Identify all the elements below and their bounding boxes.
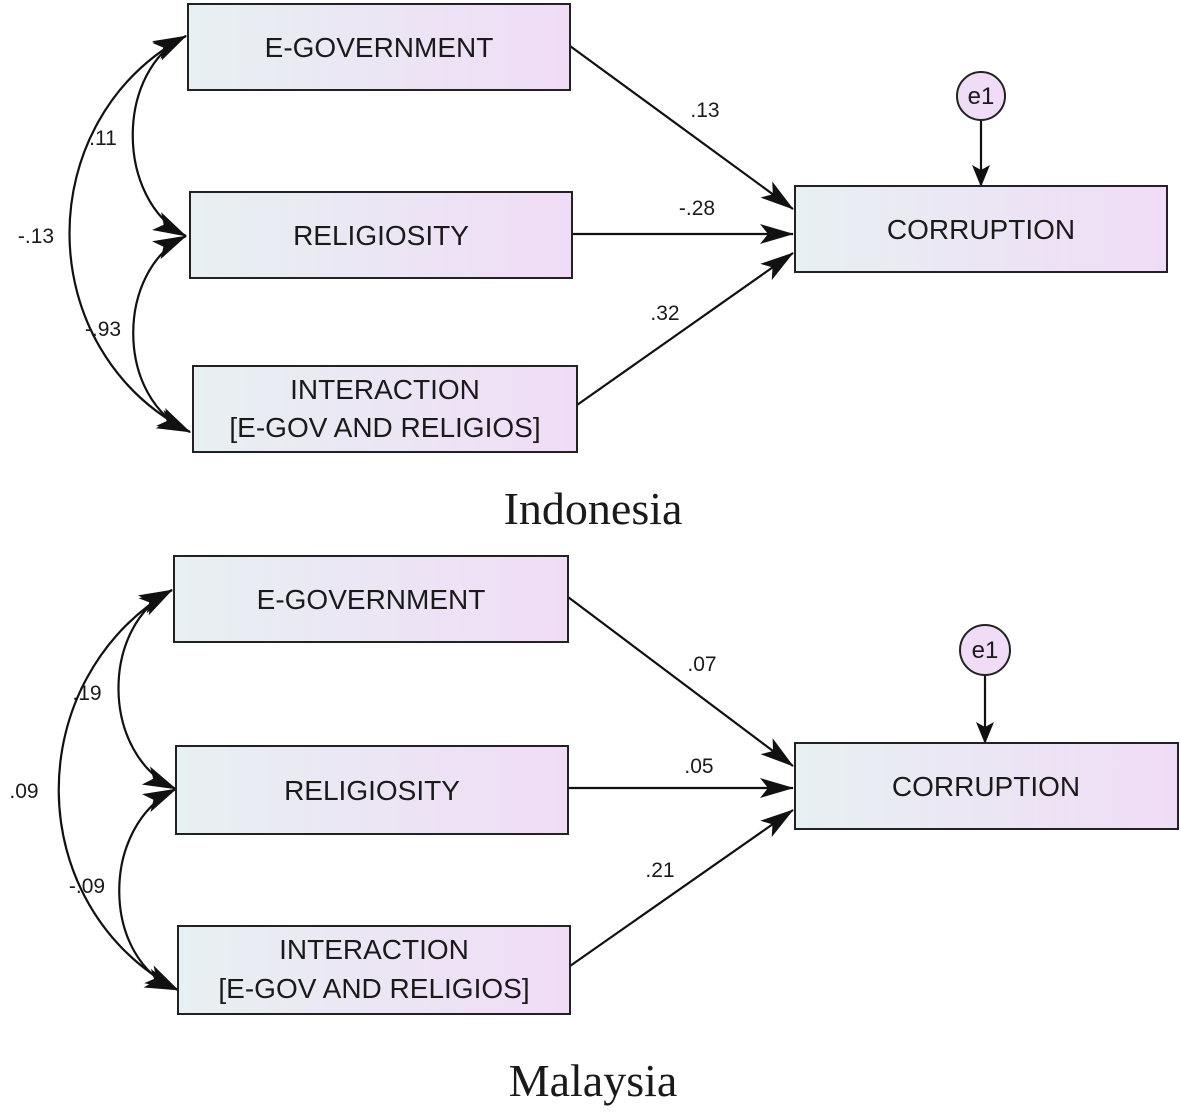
correlation-egov-relig (131, 35, 187, 237)
node-error (956, 71, 1006, 121)
correlation-egov-inter (57, 589, 179, 991)
coef-corr-relig-inter: -.93 (85, 318, 121, 341)
node-error (959, 624, 1011, 676)
node-religiosity-label: RELIGIOSITY (293, 220, 469, 251)
coef-relig-to-corruption: .05 (684, 755, 713, 778)
correlation-relig-inter (118, 788, 179, 992)
node-corruption-label: CORRUPTION (892, 771, 1080, 802)
node-error-label: e1 (972, 637, 999, 664)
node-egov (187, 3, 571, 91)
node-religiosity-label: RELIGIOSITY (284, 775, 460, 806)
path-inter-to-corruption (569, 809, 794, 967)
path-inter-to-corruption (576, 252, 794, 406)
node-interaction-label-line2: [E-GOV AND RELIGIOS] (218, 973, 529, 1004)
node-interaction-label-line1: INTERACTION (279, 934, 469, 965)
node-corruption (794, 185, 1168, 273)
coef-corr-egov-relig: .11 (89, 127, 117, 150)
malaysia-diagram: E-GOVERNMENT RELIGIOSITY INTERACTION [E-… (9, 555, 1179, 1106)
node-interaction (177, 925, 571, 1015)
node-interaction (192, 365, 578, 453)
coef-corr-relig-inter: -.09 (69, 875, 105, 898)
coef-corr-egov-inter: .09 (9, 780, 38, 803)
node-error-label: e1 (968, 83, 995, 110)
node-corruption (794, 742, 1179, 830)
coef-relig-to-corruption: -.28 (679, 197, 715, 220)
coef-corr-egov-inter: -.13 (18, 225, 54, 248)
path-egov-to-corruption (567, 596, 794, 767)
coef-inter-to-corruption: .32 (650, 302, 679, 325)
diagram-caption: Indonesia (504, 483, 683, 534)
coef-corr-egov-relig: .19 (72, 682, 101, 705)
path-egov-to-corruption (569, 45, 794, 210)
node-egov (173, 555, 569, 643)
diagram-caption: Malaysia (509, 1055, 678, 1106)
node-interaction-label-line1: INTERACTION (290, 374, 480, 405)
node-religiosity (189, 191, 573, 279)
correlation-egov-relig (117, 589, 177, 791)
coef-egov-to-corruption: .07 (687, 653, 716, 676)
node-interaction-label-line2: [E-GOV AND RELIGIOS] (229, 412, 540, 443)
node-egov-label: E-GOVERNMENT (257, 584, 486, 615)
indonesia-diagram: E-GOVERNMENT RELIGIOSITY INTERACTION [E-… (18, 3, 1168, 534)
node-egov-label: E-GOVERNMENT (265, 32, 494, 63)
correlation-egov-inter (68, 35, 191, 433)
correlation-relig-inter (132, 235, 191, 434)
coef-inter-to-corruption: .21 (645, 859, 674, 882)
node-religiosity (175, 745, 569, 835)
node-corruption-label: CORRUPTION (887, 214, 1075, 245)
coef-egov-to-corruption: .13 (690, 99, 719, 122)
